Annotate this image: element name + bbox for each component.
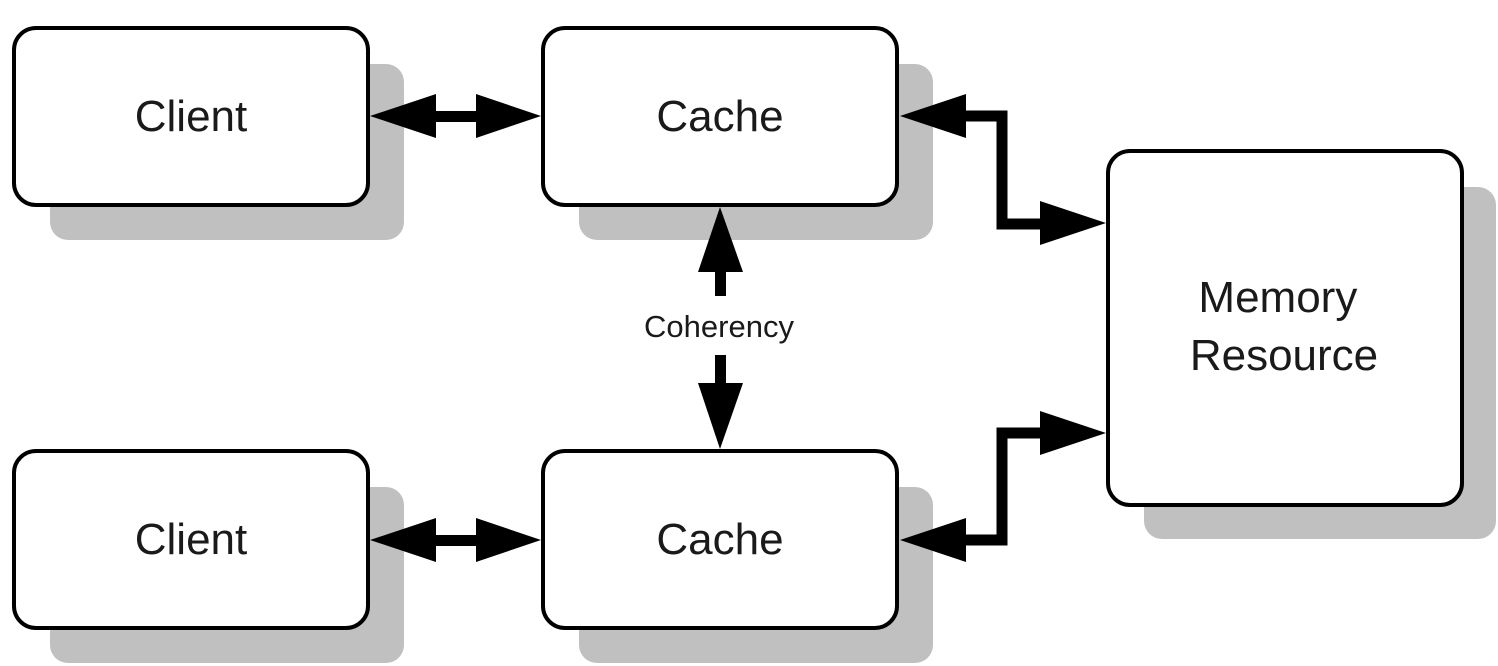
arrowhead-up-icon xyxy=(698,207,743,272)
cache-top-label: Cache xyxy=(656,92,783,141)
edge-cache-top-memory xyxy=(900,94,1106,245)
edge-line-lower xyxy=(715,355,726,385)
memory-label-line-1: Memory xyxy=(1198,273,1357,322)
edge-client-top-cache-top xyxy=(370,94,541,138)
coherency-label: Coherency xyxy=(644,309,794,344)
client-top-label: Client xyxy=(135,92,248,141)
node-client-top[interactable]: Client xyxy=(12,26,370,207)
edge-line-upper xyxy=(715,268,726,296)
cache-bottom-label: Cache xyxy=(656,515,783,564)
node-cache-bottom[interactable]: Cache xyxy=(541,449,899,630)
arrowhead-left-icon xyxy=(900,518,966,562)
edge-line xyxy=(430,535,482,546)
node-client-bottom[interactable]: Client xyxy=(12,449,370,630)
edge-line xyxy=(962,427,1044,546)
arrowhead-left-icon xyxy=(370,94,436,138)
cache-top-box[interactable] xyxy=(541,26,899,207)
cache-bottom-box[interactable] xyxy=(541,449,899,630)
arrowhead-right-icon xyxy=(1040,411,1106,455)
memory-label-line-2: Resource xyxy=(1190,331,1378,380)
edge-line xyxy=(962,110,1044,230)
arrowhead-down-icon xyxy=(698,383,743,449)
connectors xyxy=(370,94,1106,562)
arrowhead-right-icon xyxy=(476,518,541,562)
nodes: Client Cache Client Cache Memory Resourc… xyxy=(12,26,1464,630)
client-bottom-label: Client xyxy=(135,515,248,564)
client-top-box[interactable] xyxy=(12,26,370,207)
edge-line xyxy=(430,111,482,122)
edge-coherency xyxy=(698,207,743,449)
arrowhead-left-icon xyxy=(900,94,966,138)
edge-cache-bottom-memory xyxy=(900,411,1106,562)
arrowhead-right-icon xyxy=(476,94,541,138)
node-memory[interactable]: Memory Resource xyxy=(1106,149,1464,507)
memory-box[interactable] xyxy=(1106,149,1464,507)
node-cache-top[interactable]: Cache xyxy=(541,26,899,207)
memory-label: Memory Resource xyxy=(1190,273,1378,380)
arrowhead-right-icon xyxy=(1040,201,1106,245)
arrowhead-left-icon xyxy=(370,518,436,562)
client-bottom-box[interactable] xyxy=(12,449,370,630)
edge-client-bottom-cache-bottom xyxy=(370,518,541,562)
